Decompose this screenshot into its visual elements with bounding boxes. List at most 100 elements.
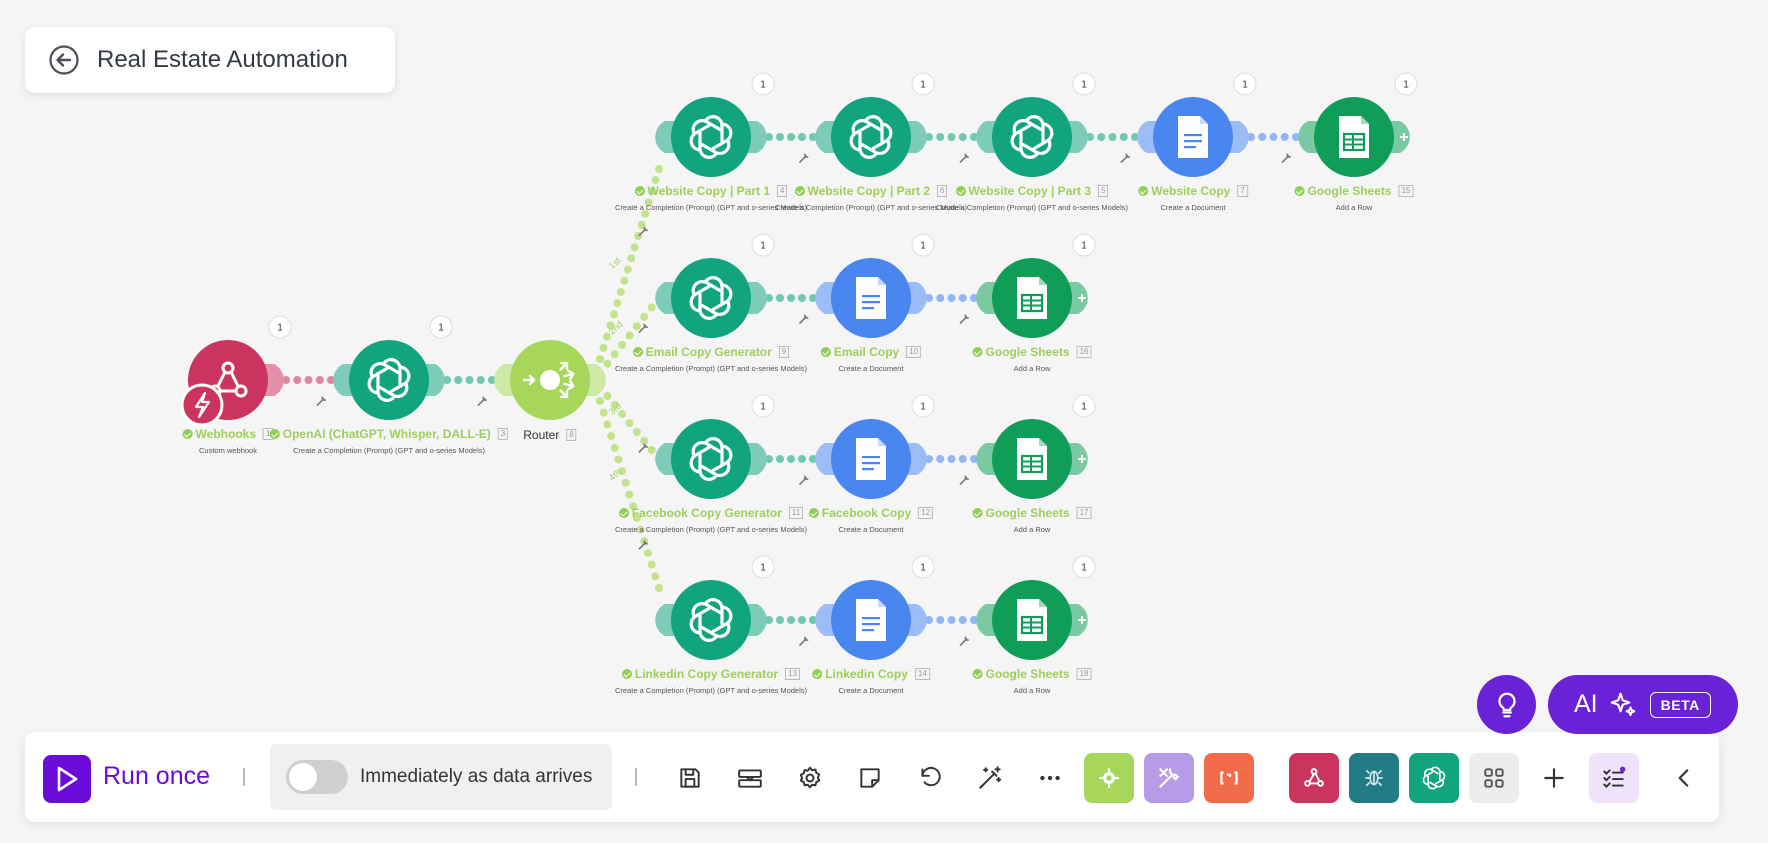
module-lcg[interactable]: 1 bbox=[655, 555, 775, 660]
settings-button[interactable] bbox=[785, 753, 835, 803]
operations-count-badge[interactable]: 1 bbox=[1394, 72, 1418, 96]
output-handle[interactable] bbox=[1390, 121, 1410, 153]
connection-fcg-fcdoc[interactable] bbox=[765, 455, 817, 463]
output-handle[interactable] bbox=[747, 282, 767, 314]
module-gs17[interactable]: 1 bbox=[976, 394, 1096, 499]
module-circle[interactable] bbox=[671, 580, 751, 660]
link-filter-wrench-icon[interactable] bbox=[958, 636, 969, 648]
link-filter-wrench-icon[interactable] bbox=[315, 396, 326, 408]
input-handle[interactable] bbox=[333, 364, 353, 396]
link-filter-wrench-icon[interactable] bbox=[637, 226, 648, 238]
operations-count-badge[interactable]: 1 bbox=[911, 394, 935, 418]
link-filter-wrench-icon[interactable] bbox=[798, 153, 809, 165]
connection-wc3-wcdoc[interactable] bbox=[1086, 133, 1139, 141]
ai-tips-button[interactable] bbox=[1477, 675, 1536, 734]
collapse-toolbar-button[interactable] bbox=[1659, 753, 1709, 803]
output-handle[interactable] bbox=[425, 364, 445, 396]
operations-count-badge[interactable]: 1 bbox=[911, 555, 935, 579]
output-handle[interactable] bbox=[907, 121, 927, 153]
add-module-plus-icon[interactable] bbox=[1400, 133, 1408, 141]
module-ecg[interactable]: 1 bbox=[655, 233, 775, 338]
module-gs15[interactable]: 1 bbox=[1298, 72, 1418, 177]
connection-ecdoc-gs16[interactable] bbox=[925, 294, 978, 302]
connection-ecg-ecdoc[interactable] bbox=[765, 294, 817, 302]
link-filter-wrench-icon[interactable] bbox=[798, 314, 809, 326]
operations-count-badge[interactable]: 1 bbox=[911, 72, 935, 96]
output-handle[interactable] bbox=[1068, 282, 1088, 314]
input-handle[interactable] bbox=[815, 121, 835, 153]
openai-button[interactable] bbox=[1409, 753, 1459, 803]
connection-openai1-router[interactable] bbox=[443, 376, 496, 384]
flow-control-button[interactable] bbox=[1144, 753, 1194, 803]
route-4[interactable] bbox=[596, 397, 663, 592]
run-once-label[interactable]: Run once bbox=[103, 762, 211, 790]
input-handle[interactable] bbox=[976, 121, 996, 153]
module-circle[interactable] bbox=[349, 340, 429, 420]
module-openai1[interactable]: 1 bbox=[333, 315, 453, 420]
operations-count-badge[interactable]: 1 bbox=[1072, 555, 1096, 579]
notes-button[interactable] bbox=[845, 753, 895, 803]
connection-wc2-wc3[interactable] bbox=[925, 133, 978, 141]
operations-count-badge[interactable]: 1 bbox=[751, 233, 775, 257]
output-handle[interactable] bbox=[1229, 121, 1249, 153]
input-handle[interactable] bbox=[655, 121, 675, 153]
connection-wcdoc-gs15[interactable] bbox=[1247, 133, 1300, 141]
input-handle[interactable] bbox=[976, 443, 996, 475]
link-filter-wrench-icon[interactable] bbox=[798, 636, 809, 648]
input-handle[interactable] bbox=[815, 604, 835, 636]
link-filter-wrench-icon[interactable] bbox=[1280, 153, 1291, 165]
input-handle[interactable] bbox=[655, 443, 675, 475]
connection-fcdoc-gs17[interactable] bbox=[925, 455, 978, 463]
module-gs18[interactable]: 1 bbox=[976, 555, 1096, 660]
undo-button[interactable] bbox=[905, 753, 955, 803]
module-wc3[interactable]: 1 bbox=[976, 72, 1096, 177]
output-handle[interactable] bbox=[264, 364, 284, 396]
add-module-plus-icon[interactable] bbox=[1078, 616, 1086, 624]
operations-count-badge[interactable]: 1 bbox=[1072, 394, 1096, 418]
add-module-plus-icon[interactable] bbox=[1078, 294, 1086, 302]
output-handle[interactable] bbox=[747, 443, 767, 475]
module-gs16[interactable]: 1 bbox=[976, 233, 1096, 338]
connection-lcdoc-gs18[interactable] bbox=[925, 616, 978, 624]
add-module-plus-icon[interactable] bbox=[1078, 455, 1086, 463]
output-handle[interactable] bbox=[907, 443, 927, 475]
back-button[interactable] bbox=[47, 43, 81, 77]
output-handle[interactable] bbox=[907, 604, 927, 636]
operations-count-badge[interactable]: 1 bbox=[1072, 72, 1096, 96]
module-fcdoc[interactable]: 1 bbox=[815, 394, 935, 499]
input-handle[interactable] bbox=[815, 282, 835, 314]
module-circle[interactable] bbox=[671, 419, 751, 499]
operations-count-badge[interactable]: 1 bbox=[1233, 72, 1257, 96]
input-handle[interactable] bbox=[1137, 121, 1157, 153]
connection-lcg-lcdoc[interactable] bbox=[765, 616, 817, 624]
webhooks-button[interactable] bbox=[1289, 753, 1339, 803]
input-handle[interactable] bbox=[976, 604, 996, 636]
run-once-button[interactable] bbox=[43, 755, 91, 803]
input-handle[interactable] bbox=[1298, 121, 1318, 153]
schedule-toggle[interactable] bbox=[286, 760, 348, 794]
input-handle[interactable] bbox=[815, 443, 835, 475]
operations-count-badge[interactable]: 1 bbox=[911, 233, 935, 257]
module-wcdoc[interactable]: 1 bbox=[1137, 72, 1257, 177]
more-button[interactable] bbox=[1025, 753, 1075, 803]
route-1[interactable] bbox=[596, 165, 663, 363]
link-filter-wrench-icon[interactable] bbox=[798, 475, 809, 487]
link-filter-wrench-icon[interactable] bbox=[958, 314, 969, 326]
link-filter-wrench-icon[interactable] bbox=[476, 396, 487, 408]
all-apps-button[interactable] bbox=[1469, 753, 1519, 803]
connection-wc1-wc2[interactable] bbox=[765, 133, 817, 141]
module-wc1[interactable]: 1 bbox=[655, 72, 775, 177]
operations-count-badge[interactable]: 1 bbox=[1072, 233, 1096, 257]
input-handle[interactable] bbox=[655, 604, 675, 636]
add-module-button[interactable] bbox=[1529, 753, 1579, 803]
checklist-button[interactable] bbox=[1589, 753, 1639, 803]
link-filter-wrench-icon[interactable] bbox=[637, 323, 648, 335]
operations-count-badge[interactable]: 1 bbox=[268, 315, 292, 339]
module-circle[interactable] bbox=[671, 97, 751, 177]
output-handle[interactable] bbox=[907, 282, 927, 314]
connection-webhooks-openai1[interactable] bbox=[282, 376, 335, 384]
output-handle[interactable] bbox=[1068, 121, 1088, 153]
module-lcdoc[interactable]: 1 bbox=[815, 555, 935, 660]
module-circle[interactable] bbox=[831, 97, 911, 177]
